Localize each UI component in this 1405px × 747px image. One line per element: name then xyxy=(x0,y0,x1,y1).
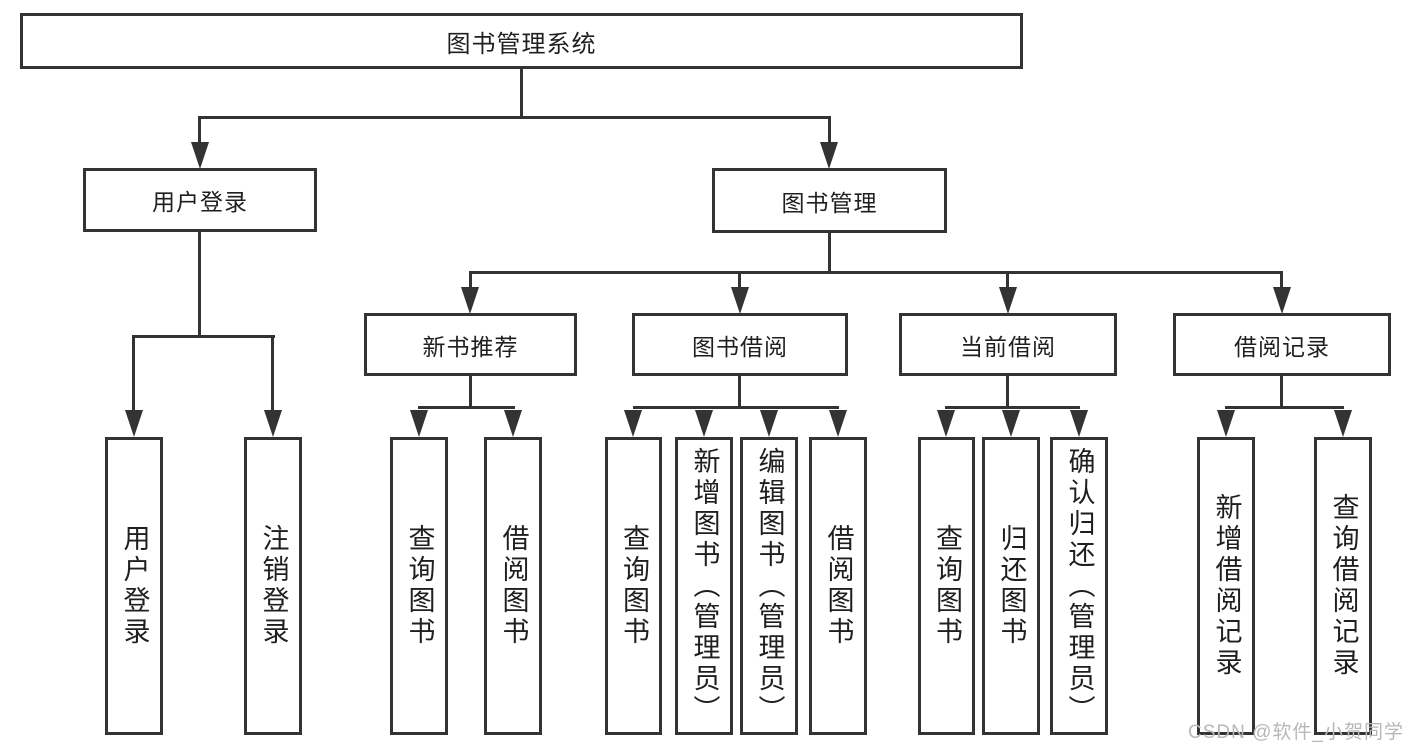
arrowhead-down-icon xyxy=(504,410,522,437)
leaf-query-books-borrow: 查询图书 xyxy=(605,437,662,735)
arrowhead-down-icon xyxy=(1334,410,1352,437)
connector-line xyxy=(945,406,1080,409)
leaf-add-borrow-record: 新增借阅记录 xyxy=(1197,437,1255,735)
arrowhead-down-icon xyxy=(125,410,143,437)
node-label: 查询图书 xyxy=(404,524,435,648)
connector-line xyxy=(828,116,831,145)
node-label: 查询图书 xyxy=(619,524,649,648)
leaf-borrow-books: 借阅图书 xyxy=(809,437,867,735)
connector-line xyxy=(133,335,275,338)
connector-line xyxy=(1006,271,1009,289)
node-label: 注销登录 xyxy=(258,524,289,648)
arrowhead-down-icon xyxy=(820,142,838,169)
arrowhead-down-icon xyxy=(829,410,847,437)
arrowhead-down-icon xyxy=(1002,410,1020,437)
node-label: 查询借阅记录 xyxy=(1328,493,1359,679)
leaf-return-books: 归还图书 xyxy=(982,437,1040,735)
connector-line xyxy=(132,335,135,411)
arrowhead-down-icon xyxy=(999,287,1017,314)
leaf-query-borrow-record: 查询借阅记录 xyxy=(1314,437,1372,735)
arrowhead-down-icon xyxy=(461,287,479,314)
leaf-edit-books-admin: 编辑图书（管理员） xyxy=(740,437,798,735)
node-library-management-system: 图书管理系统 xyxy=(20,13,1023,69)
arrowhead-down-icon xyxy=(264,410,282,437)
arrowhead-down-icon xyxy=(1070,410,1088,437)
connector-line xyxy=(633,406,839,409)
arrowhead-down-icon xyxy=(937,410,955,437)
node-label: 借阅图书 xyxy=(823,524,854,648)
node-label: 查询图书 xyxy=(932,524,962,648)
connector-line xyxy=(520,68,523,118)
node-label: 借阅图书 xyxy=(498,524,529,648)
connector-line xyxy=(828,232,831,274)
node-label: 确认归还（管理员） xyxy=(1064,446,1095,726)
connector-line xyxy=(1006,375,1009,408)
node-label: 用户登录 xyxy=(152,189,248,215)
connector-line xyxy=(418,406,515,409)
node-label: 图书管理系统 xyxy=(446,30,597,58)
node-label: 图书管理 xyxy=(781,189,878,216)
arrowhead-down-icon xyxy=(624,410,642,437)
node-label: 新增借阅记录 xyxy=(1211,493,1242,679)
connector-line xyxy=(198,231,201,337)
node-label: 用户登录 xyxy=(119,524,150,648)
node-book-management: 图书管理 xyxy=(712,168,947,233)
node-user-login: 用户登录 xyxy=(83,168,317,232)
connector-line xyxy=(469,375,472,408)
connector-line xyxy=(271,335,274,411)
node-label: 编辑图书（管理员） xyxy=(754,446,785,726)
arrowhead-down-icon xyxy=(695,410,713,437)
arrowhead-down-icon xyxy=(410,410,428,437)
leaf-add-books-admin: 新增图书（管理员） xyxy=(675,437,733,735)
node-label: 图书借阅 xyxy=(692,333,788,360)
leaf-user-login: 用户登录 xyxy=(105,437,163,735)
arrowhead-down-icon xyxy=(760,410,778,437)
connector-line xyxy=(1280,375,1283,408)
connector-line xyxy=(469,271,472,289)
arrowhead-down-icon xyxy=(1217,410,1235,437)
connector-line xyxy=(198,116,201,145)
node-label: 归还图书 xyxy=(996,524,1027,648)
node-label: 新书推荐 xyxy=(422,333,519,360)
watermark: CSDN @软件_小贺同学 xyxy=(1188,722,1404,743)
connector-line xyxy=(738,375,741,408)
node-label: 当前借阅 xyxy=(960,333,1056,360)
arrowhead-down-icon xyxy=(191,142,209,169)
connector-line xyxy=(1225,406,1344,409)
arrowhead-down-icon xyxy=(1273,287,1291,314)
node-label: 借阅记录 xyxy=(1234,333,1330,360)
node-label: 新增图书（管理员） xyxy=(689,446,720,726)
connector-line xyxy=(198,116,831,119)
leaf-query-books-recommend: 查询图书 xyxy=(390,437,448,735)
connector-line xyxy=(469,271,1283,274)
leaf-logout: 注销登录 xyxy=(244,437,302,735)
connector-line xyxy=(1280,271,1283,289)
node-book-borrowing: 图书借阅 xyxy=(632,313,848,376)
node-borrowing-records: 借阅记录 xyxy=(1173,313,1391,376)
leaf-query-books-current: 查询图书 xyxy=(918,437,975,735)
node-current-borrowing: 当前借阅 xyxy=(899,313,1117,376)
node-new-book-recommendation: 新书推荐 xyxy=(364,313,577,376)
leaf-confirm-return-admin: 确认归还（管理员） xyxy=(1050,437,1108,735)
connector-line xyxy=(738,271,741,289)
arrowhead-down-icon xyxy=(731,287,749,314)
leaf-borrow-books-recommend: 借阅图书 xyxy=(484,437,542,735)
